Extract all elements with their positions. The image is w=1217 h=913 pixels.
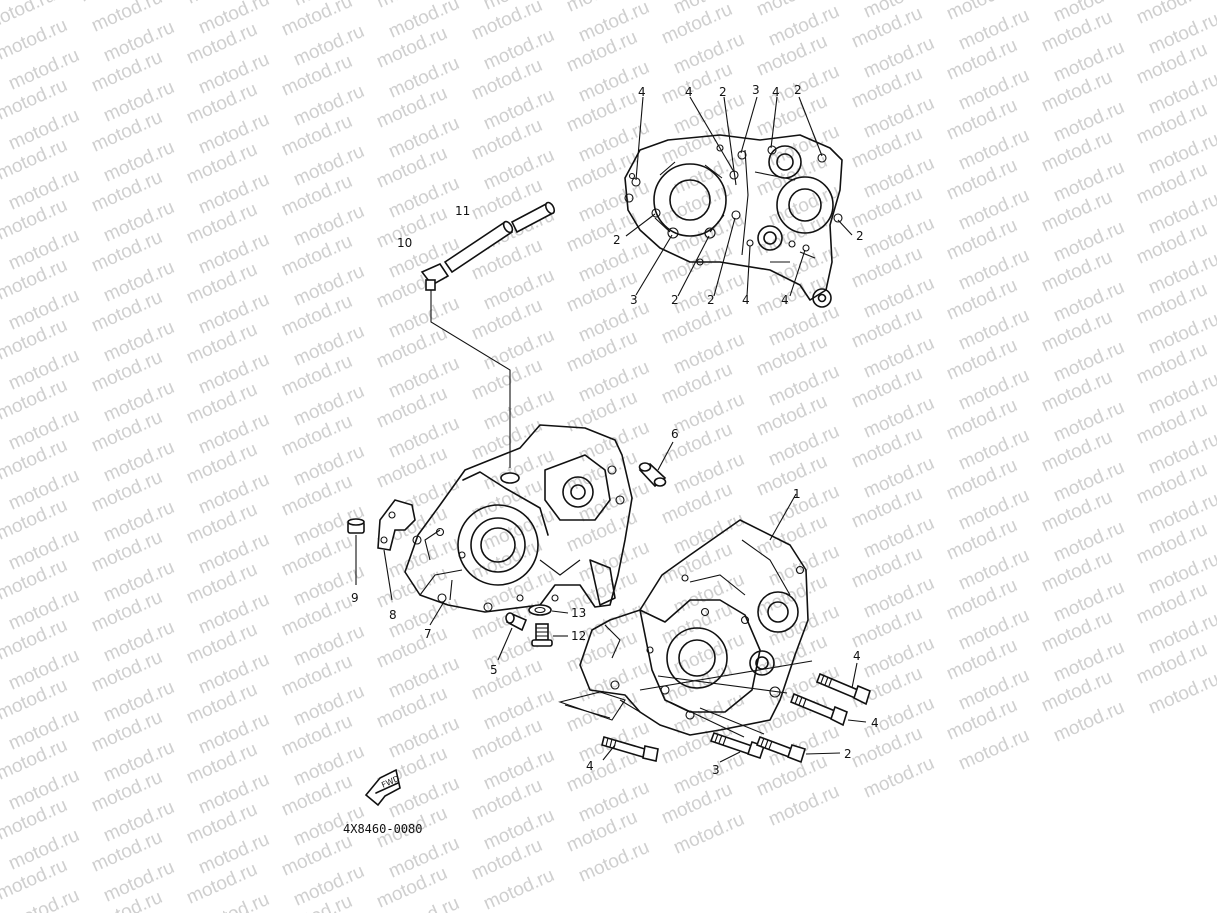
callout-top-2a: 2 (719, 85, 727, 99)
leader-7 (429, 599, 446, 626)
callout-top-2d: 2 (856, 229, 864, 243)
callout-top-4b: 4 (685, 85, 693, 99)
dowel-pin-5 (497, 612, 528, 661)
callout-bolt-4-lower: 4 (586, 759, 594, 773)
plug-bolt-9 (347, 518, 365, 585)
callout-top-2c: 2 (613, 233, 621, 247)
callout-11: 11 (455, 204, 470, 218)
bolt-alignment-lines (558, 660, 813, 738)
callout-labels: 1 5 6 7 8 9 10 11 12 13 4 4 2 3 4 4 4 2 … (351, 83, 879, 777)
bolt-4-middle (789, 692, 867, 727)
callout-top-4e: 4 (781, 293, 789, 307)
washer-13 (528, 604, 569, 616)
callout-bolt-2: 2 (844, 747, 852, 761)
bolt-3 (709, 731, 766, 763)
callout-top-4c: 4 (772, 85, 780, 99)
left-crankcase (404, 424, 633, 613)
bolt-4-upper-right (815, 662, 871, 706)
callout-bolt-4-middle: 4 (871, 716, 879, 730)
callout-7: 7 (424, 627, 432, 641)
callout-5: 5 (490, 663, 498, 677)
part-code: 4X8460-0080 (343, 822, 422, 836)
callout-6: 6 (671, 427, 679, 441)
callout-top-2e: 2 (671, 293, 679, 307)
breather-hose-assembly (420, 201, 556, 468)
callout-top-3a: 3 (752, 83, 760, 97)
bolt-2 (755, 735, 841, 764)
callout-1: 1 (793, 487, 801, 501)
right-crankcase (579, 493, 809, 736)
bracket-8 (377, 499, 416, 601)
callout-top-2b: 2 (794, 83, 802, 97)
callout-bolt-3: 3 (712, 763, 720, 777)
callout-13: 13 (571, 606, 586, 620)
callout-top-4a: 4 (638, 85, 646, 99)
callout-10: 10 (397, 236, 412, 250)
drain-bolt-12 (531, 623, 568, 647)
callout-12: 12 (571, 629, 586, 643)
forward-direction-arrow: FWD (364, 768, 401, 807)
callout-9: 9 (351, 591, 359, 605)
dowel-pin-6 (638, 441, 674, 488)
callout-8: 8 (389, 608, 397, 622)
callout-bolt-4-upper: 4 (853, 649, 861, 663)
callout-top-3b: 3 (630, 293, 638, 307)
callout-top-2f: 2 (707, 293, 715, 307)
callout-top-4d: 4 (742, 293, 750, 307)
bolt-4-lower-left (601, 735, 659, 762)
crankcase-inner-view (624, 96, 853, 308)
